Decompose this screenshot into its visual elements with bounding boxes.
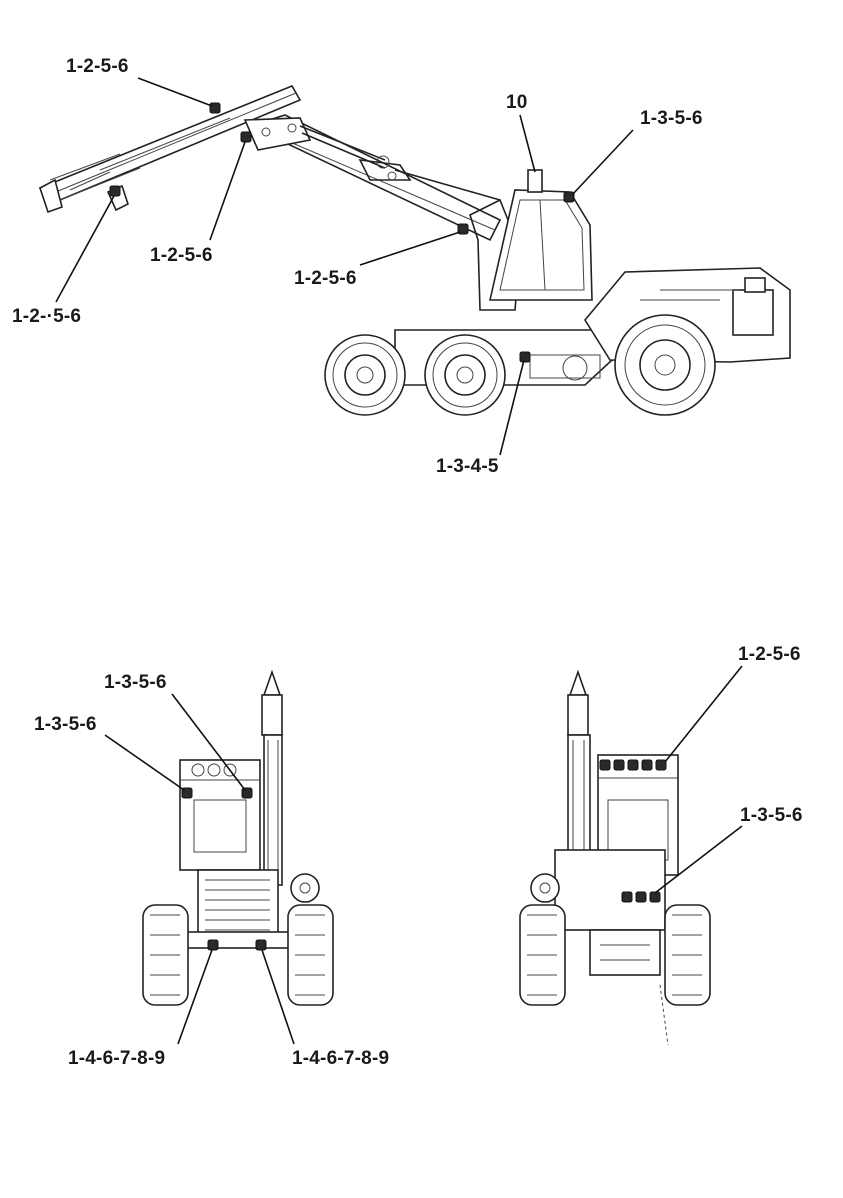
callout-frame: 1-3-4-5	[436, 456, 499, 477]
rear-roof-light-bar	[599, 759, 667, 771]
callout-front-roof-right: 1-3-5-6	[104, 672, 167, 693]
rear-body	[530, 849, 666, 976]
lamp-boom-mid	[240, 131, 252, 143]
front-bumper	[169, 931, 306, 949]
lamp-front-roof-right	[241, 787, 253, 799]
main-boom	[243, 114, 521, 311]
rear-view-machine	[519, 665, 743, 1046]
front-view-machine	[104, 669, 334, 1045]
rear-wheels	[519, 904, 711, 1046]
lamp-front-roof-left	[181, 787, 193, 799]
callout-front-bumper-right: 1-4-6-7-8-9	[292, 1048, 390, 1069]
lamp-front-bumper-right	[255, 939, 267, 951]
callout-rear-lights: 1-3-5-6	[740, 805, 803, 826]
lamp-boom-head	[109, 185, 121, 197]
callout-boom-tip: 1-2-5-6	[66, 56, 129, 77]
rear-work-lights	[621, 891, 661, 903]
callout-rear-roof-light-bar: 1-2-5-6	[738, 644, 801, 665]
front-cab	[179, 759, 261, 871]
lamp-boom-tip	[209, 102, 221, 114]
callout-cab-top: 10	[506, 92, 528, 113]
side-cab	[488, 169, 593, 301]
front-crane	[261, 669, 283, 886]
side-wheels	[324, 314, 716, 416]
callout-front-bumper-left: 1-4-6-7-8-9	[68, 1048, 166, 1069]
callout-boom-base: 1-2-5-6	[294, 268, 357, 289]
callout-front-roof-left: 1-3-5-6	[34, 714, 97, 735]
rear-crane	[567, 669, 591, 856]
callout-cab-roof: 1-3-5-6	[640, 108, 703, 129]
lamp-frame	[519, 351, 531, 363]
callout-boom-head: 1-2-·5-6	[12, 306, 82, 327]
side-view-machine	[38, 77, 791, 456]
lamp-front-bumper-left	[207, 939, 219, 951]
front-wheels	[142, 873, 334, 1006]
lamp-boom-base	[457, 223, 469, 235]
callout-boom-mid: 1-2-5-6	[150, 245, 213, 266]
front-grille	[197, 869, 279, 941]
crane-boom	[38, 84, 302, 214]
